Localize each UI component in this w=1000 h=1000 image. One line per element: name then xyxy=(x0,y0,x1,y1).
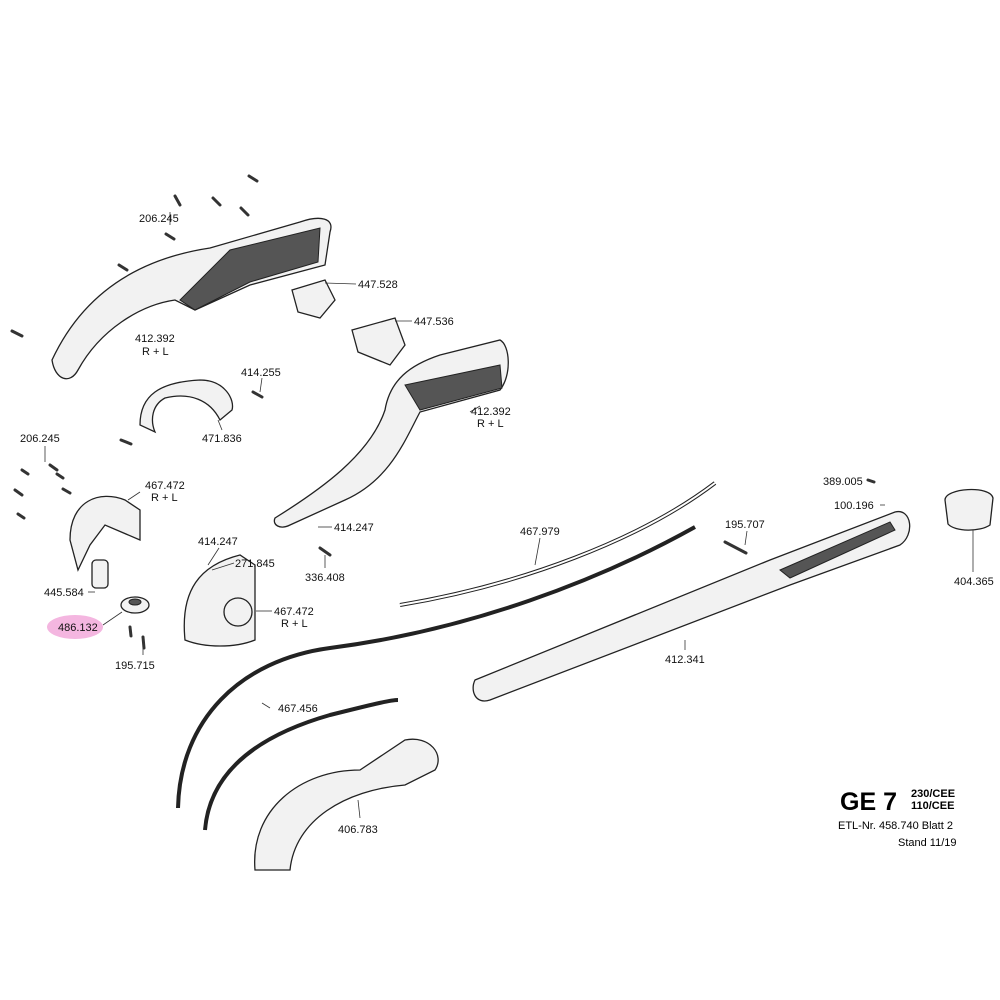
part-label[interactable]: 447.536 xyxy=(414,316,454,328)
part-label[interactable]: 467.456 xyxy=(278,703,318,715)
leader-lines xyxy=(44,212,974,819)
part-label[interactable]: 404.365 xyxy=(954,576,994,588)
part-note: R + L xyxy=(142,346,169,358)
bracket-445-584 xyxy=(91,559,109,589)
shaft-412-341 xyxy=(472,511,911,702)
clamp-404-365 xyxy=(944,488,994,531)
part-label[interactable]: 471.836 xyxy=(202,433,242,445)
variant-110: 110/CEE xyxy=(911,800,955,812)
clamp-471-836 xyxy=(139,379,234,434)
screws xyxy=(10,174,876,650)
hose-406-783 xyxy=(254,738,439,871)
part-labels: 206.245 412.392 R + L 447.528 447.536 41… xyxy=(20,213,994,836)
part-label[interactable]: 445.584 xyxy=(44,587,84,599)
part-label[interactable]: 195.715 xyxy=(115,660,155,672)
part-label[interactable]: 389.005 xyxy=(823,476,863,488)
part-label[interactable]: 414.255 xyxy=(241,367,281,379)
etl-number: ETL-Nr. 458.740 Blatt 2 xyxy=(838,820,953,832)
part-label[interactable]: 195.707 xyxy=(725,519,765,531)
part-note: R + L xyxy=(151,492,178,504)
housing-467-472-left xyxy=(69,495,141,572)
part-note: R + L xyxy=(477,418,504,430)
cover-447-528 xyxy=(291,279,336,319)
upper-handle-part xyxy=(51,217,332,380)
part-label[interactable]: 412.392 xyxy=(135,333,175,345)
part-label[interactable]: 206.245 xyxy=(20,433,60,445)
part-label[interactable]: 412.341 xyxy=(665,654,705,666)
variant-230: 230/CEE xyxy=(911,788,956,800)
part-label[interactable]: 447.528 xyxy=(358,279,398,291)
part-label[interactable]: 206.245 xyxy=(139,213,179,225)
variants: 230/CEE 110/CEE xyxy=(911,788,955,812)
cover-447-536 xyxy=(351,317,406,366)
housing-467-472-right xyxy=(183,554,256,647)
part-label-highlighted[interactable]: 486.132 xyxy=(58,622,98,634)
highlight-486-132 xyxy=(47,615,103,639)
part-label[interactable]: 414.247 xyxy=(334,522,374,534)
part-label[interactable]: 467.472 xyxy=(145,480,185,492)
part-label[interactable]: 467.472 xyxy=(274,606,314,618)
part-label[interactable]: 467.979 xyxy=(520,526,560,538)
part-note: R + L xyxy=(281,618,308,630)
part-label[interactable]: 412.392 xyxy=(471,406,511,418)
part-486-132 xyxy=(120,596,150,614)
part-label[interactable]: 100.196 xyxy=(834,500,874,512)
cable-467-456 xyxy=(176,525,696,831)
model-title: GE 7 xyxy=(840,788,897,816)
revision-date: Stand 11/19 xyxy=(898,837,957,849)
part-label[interactable]: 336.408 xyxy=(305,572,345,584)
part-label[interactable]: 406.783 xyxy=(338,824,378,836)
part-label[interactable]: 271.845 xyxy=(235,558,275,570)
cable-467-979 xyxy=(399,481,717,607)
lower-handle-part xyxy=(273,339,509,528)
part-label[interactable]: 414.247 xyxy=(198,536,238,548)
